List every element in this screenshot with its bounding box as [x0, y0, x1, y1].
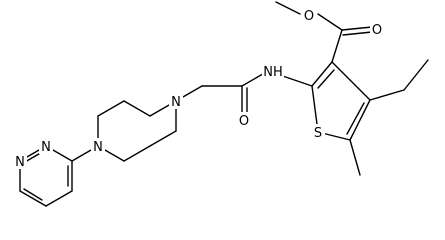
bond-thio-1	[311, 61, 333, 87]
atom-o-ester-methoxy: O	[302, 7, 316, 24]
atom-n-piperazine-bottom: N	[91, 138, 105, 155]
atom-n-piperazine-top: N	[169, 93, 183, 110]
bond-thio-2	[331, 61, 371, 101]
svg-text:S: S	[314, 126, 322, 141]
structure-canvas: N N N N O NH S O O	[13, 1, 429, 207]
bond-thio-double-2	[346, 102, 365, 135]
svg-text:O: O	[372, 23, 382, 38]
bond-thio-3	[349, 99, 371, 141]
bond-pip-2	[97, 100, 125, 117]
molecule-structure: N N N N O NH S O O	[13, 1, 429, 207]
bond-ethyl-ch3	[403, 59, 429, 91]
svg-text:N: N	[171, 95, 181, 110]
bond-c3-ester	[331, 29, 343, 63]
atom-n-pyr-top: N	[39, 138, 53, 155]
bond-pyr-4	[19, 190, 47, 207]
atom-s-thiophene: S	[311, 124, 325, 141]
bond-pyr-double-2	[23, 188, 43, 201]
bond-pip-6	[123, 145, 151, 162]
svg-text:N: N	[41, 140, 51, 155]
bond-c5-methyl	[349, 139, 361, 176]
svg-text:N: N	[93, 140, 103, 155]
bond-ester-o	[317, 13, 343, 31]
bond-o-methyl	[275, 1, 301, 15]
svg-text:O: O	[239, 114, 249, 129]
bond-c4-ethyl	[369, 89, 405, 101]
atom-o-amide: O	[237, 112, 251, 129]
bond-thio-double-1	[317, 69, 335, 89]
bond-pip-3	[123, 100, 151, 117]
atom-nh: NH	[262, 63, 284, 80]
atom-o-ester-carbonyl: O	[370, 21, 384, 38]
bond-ester-co-2	[342, 31, 373, 36]
svg-text:NH: NH	[263, 65, 283, 80]
bond-pyr-3	[45, 190, 73, 207]
atom-n-pyr-left: N	[13, 153, 27, 170]
bond-ester-co-1	[341, 26, 373, 31]
svg-text:O: O	[304, 9, 314, 24]
bond-pip-7	[149, 130, 177, 147]
svg-text:N: N	[15, 155, 25, 170]
